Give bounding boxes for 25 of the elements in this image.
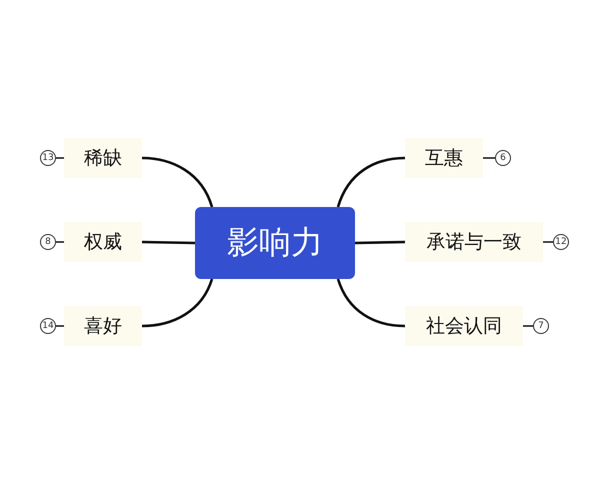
count-circle: 6 bbox=[495, 150, 511, 166]
connector-line bbox=[56, 157, 64, 159]
connector-line bbox=[142, 156, 214, 208]
connector-line bbox=[336, 156, 406, 208]
branch-box: 权威 bbox=[64, 222, 142, 262]
connector-line bbox=[483, 157, 495, 159]
branch-box: 社会认同 bbox=[405, 306, 523, 346]
branch-box: 喜好 bbox=[64, 306, 142, 346]
branch-box: 承诺与一致 bbox=[405, 222, 543, 262]
count-circle: 8 bbox=[40, 234, 56, 250]
connector-line bbox=[354, 240, 406, 244]
connector-line bbox=[543, 241, 553, 243]
connector-line bbox=[336, 278, 406, 328]
topic-box: 影响力 bbox=[195, 207, 355, 279]
branch-box: 互惠 bbox=[405, 138, 483, 178]
connector-line bbox=[56, 325, 64, 327]
count-circle: 7 bbox=[533, 318, 549, 334]
count-circle: 14 bbox=[40, 318, 56, 334]
connector-line bbox=[142, 240, 196, 244]
branch-box: 稀缺 bbox=[64, 138, 142, 178]
count-circle: 12 bbox=[553, 234, 569, 250]
connector-line bbox=[523, 325, 533, 327]
count-circle: 13 bbox=[40, 150, 56, 166]
connector-line bbox=[56, 241, 64, 243]
connector-line bbox=[142, 278, 214, 328]
